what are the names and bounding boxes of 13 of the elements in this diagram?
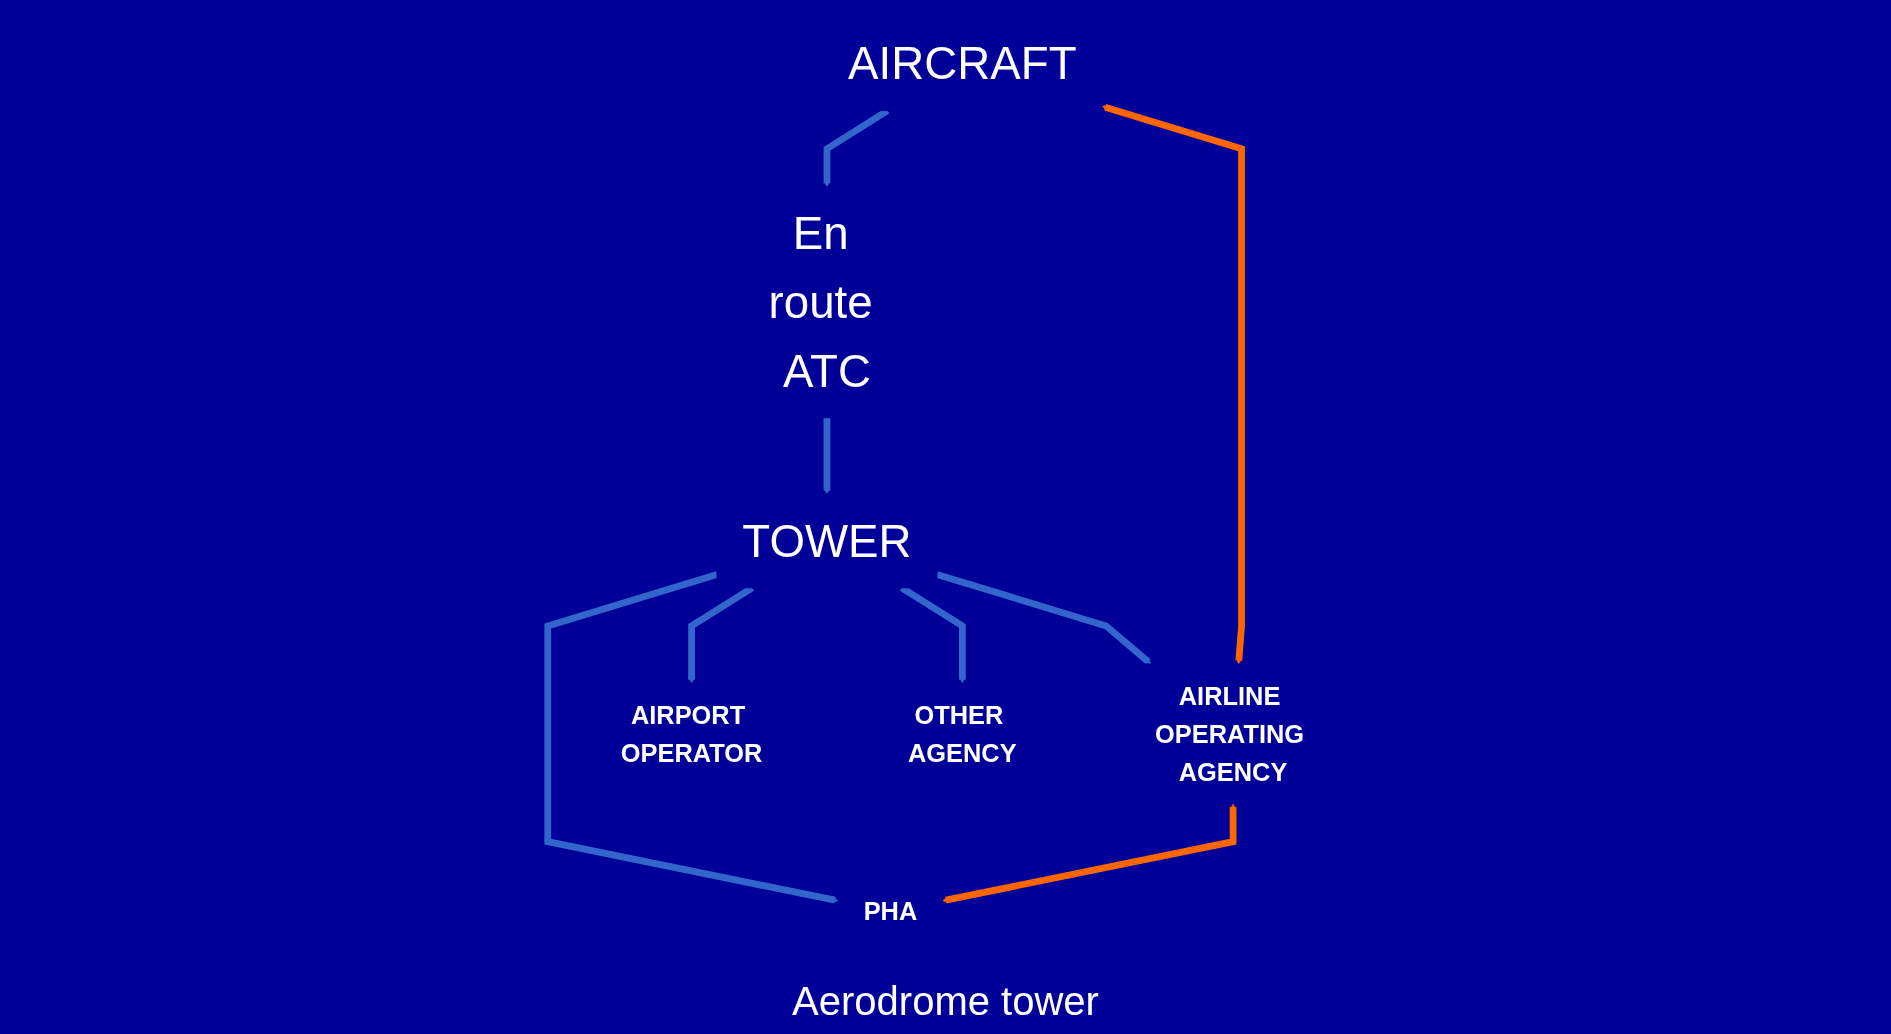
node-text: TOWER — [742, 515, 912, 566]
node-text: AIRCRAFT — [848, 37, 1077, 89]
arrow — [1102, 104, 1245, 665]
node-text: OTHER AGENCY — [908, 700, 1017, 767]
arrow — [544, 571, 839, 904]
arrow — [936, 571, 1152, 665]
node-text: AIRLINE OPERATING AGENCY — [1155, 681, 1305, 786]
node-text: PHA — [863, 897, 918, 926]
caption-text: Aerodrome tower — [792, 979, 1099, 1023]
arrow — [942, 803, 1237, 904]
arrow — [823, 417, 831, 495]
node-text: En route ATC — [768, 207, 873, 396]
node-text: AIRPORT OPERATOR — [620, 700, 763, 767]
